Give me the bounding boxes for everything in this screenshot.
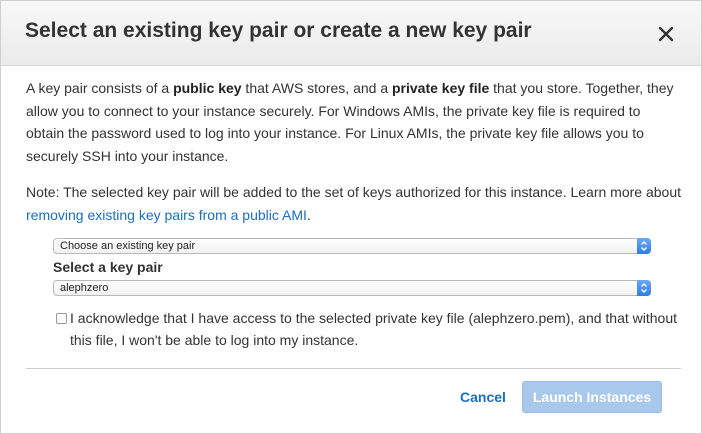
intro-text-3: that you store. Together, they allow you… bbox=[26, 80, 674, 164]
key-pair-select-label: Select a key pair bbox=[53, 259, 163, 275]
footer-divider bbox=[26, 368, 681, 369]
cancel-button[interactable]: Cancel bbox=[460, 389, 506, 405]
select-arrows-icon bbox=[637, 280, 651, 296]
intro-public-key: public key bbox=[173, 80, 242, 96]
intro-private-key-file: private key file bbox=[392, 80, 490, 96]
dialog-title: Select an existing key pair or create a … bbox=[25, 19, 532, 42]
key-option-select[interactable]: Choose an existing key pair bbox=[53, 238, 651, 254]
dialog-header: Select an existing key pair or create a … bbox=[1, 1, 701, 66]
key-pair-select[interactable]: alephzero bbox=[53, 280, 651, 296]
launch-instances-button[interactable]: Launch Instances bbox=[522, 381, 662, 413]
acknowledge-checkbox[interactable] bbox=[56, 313, 67, 324]
remove-key-pairs-link[interactable]: removing existing key pairs from a publi… bbox=[26, 206, 307, 223]
close-button[interactable] bbox=[653, 21, 679, 47]
note-suffix: . bbox=[306, 206, 311, 223]
close-icon bbox=[658, 26, 674, 42]
note-paragraph: Note: The selected key pair will be adde… bbox=[26, 181, 681, 226]
intro-text-2: that AWS stores, and a bbox=[241, 80, 392, 96]
note-text: Note: The selected key pair will be adde… bbox=[26, 184, 682, 200]
key-pair-selected-value: alephzero bbox=[60, 282, 109, 294]
acknowledge-text: I acknowledge that I have access to the … bbox=[70, 310, 678, 348]
key-pair-description: A key pair consists of a public key that… bbox=[26, 77, 681, 167]
key-option-selected-value: Choose an existing key pair bbox=[60, 240, 196, 252]
select-arrows-icon bbox=[637, 238, 651, 254]
intro-text-1: A key pair consists of a bbox=[26, 80, 174, 96]
